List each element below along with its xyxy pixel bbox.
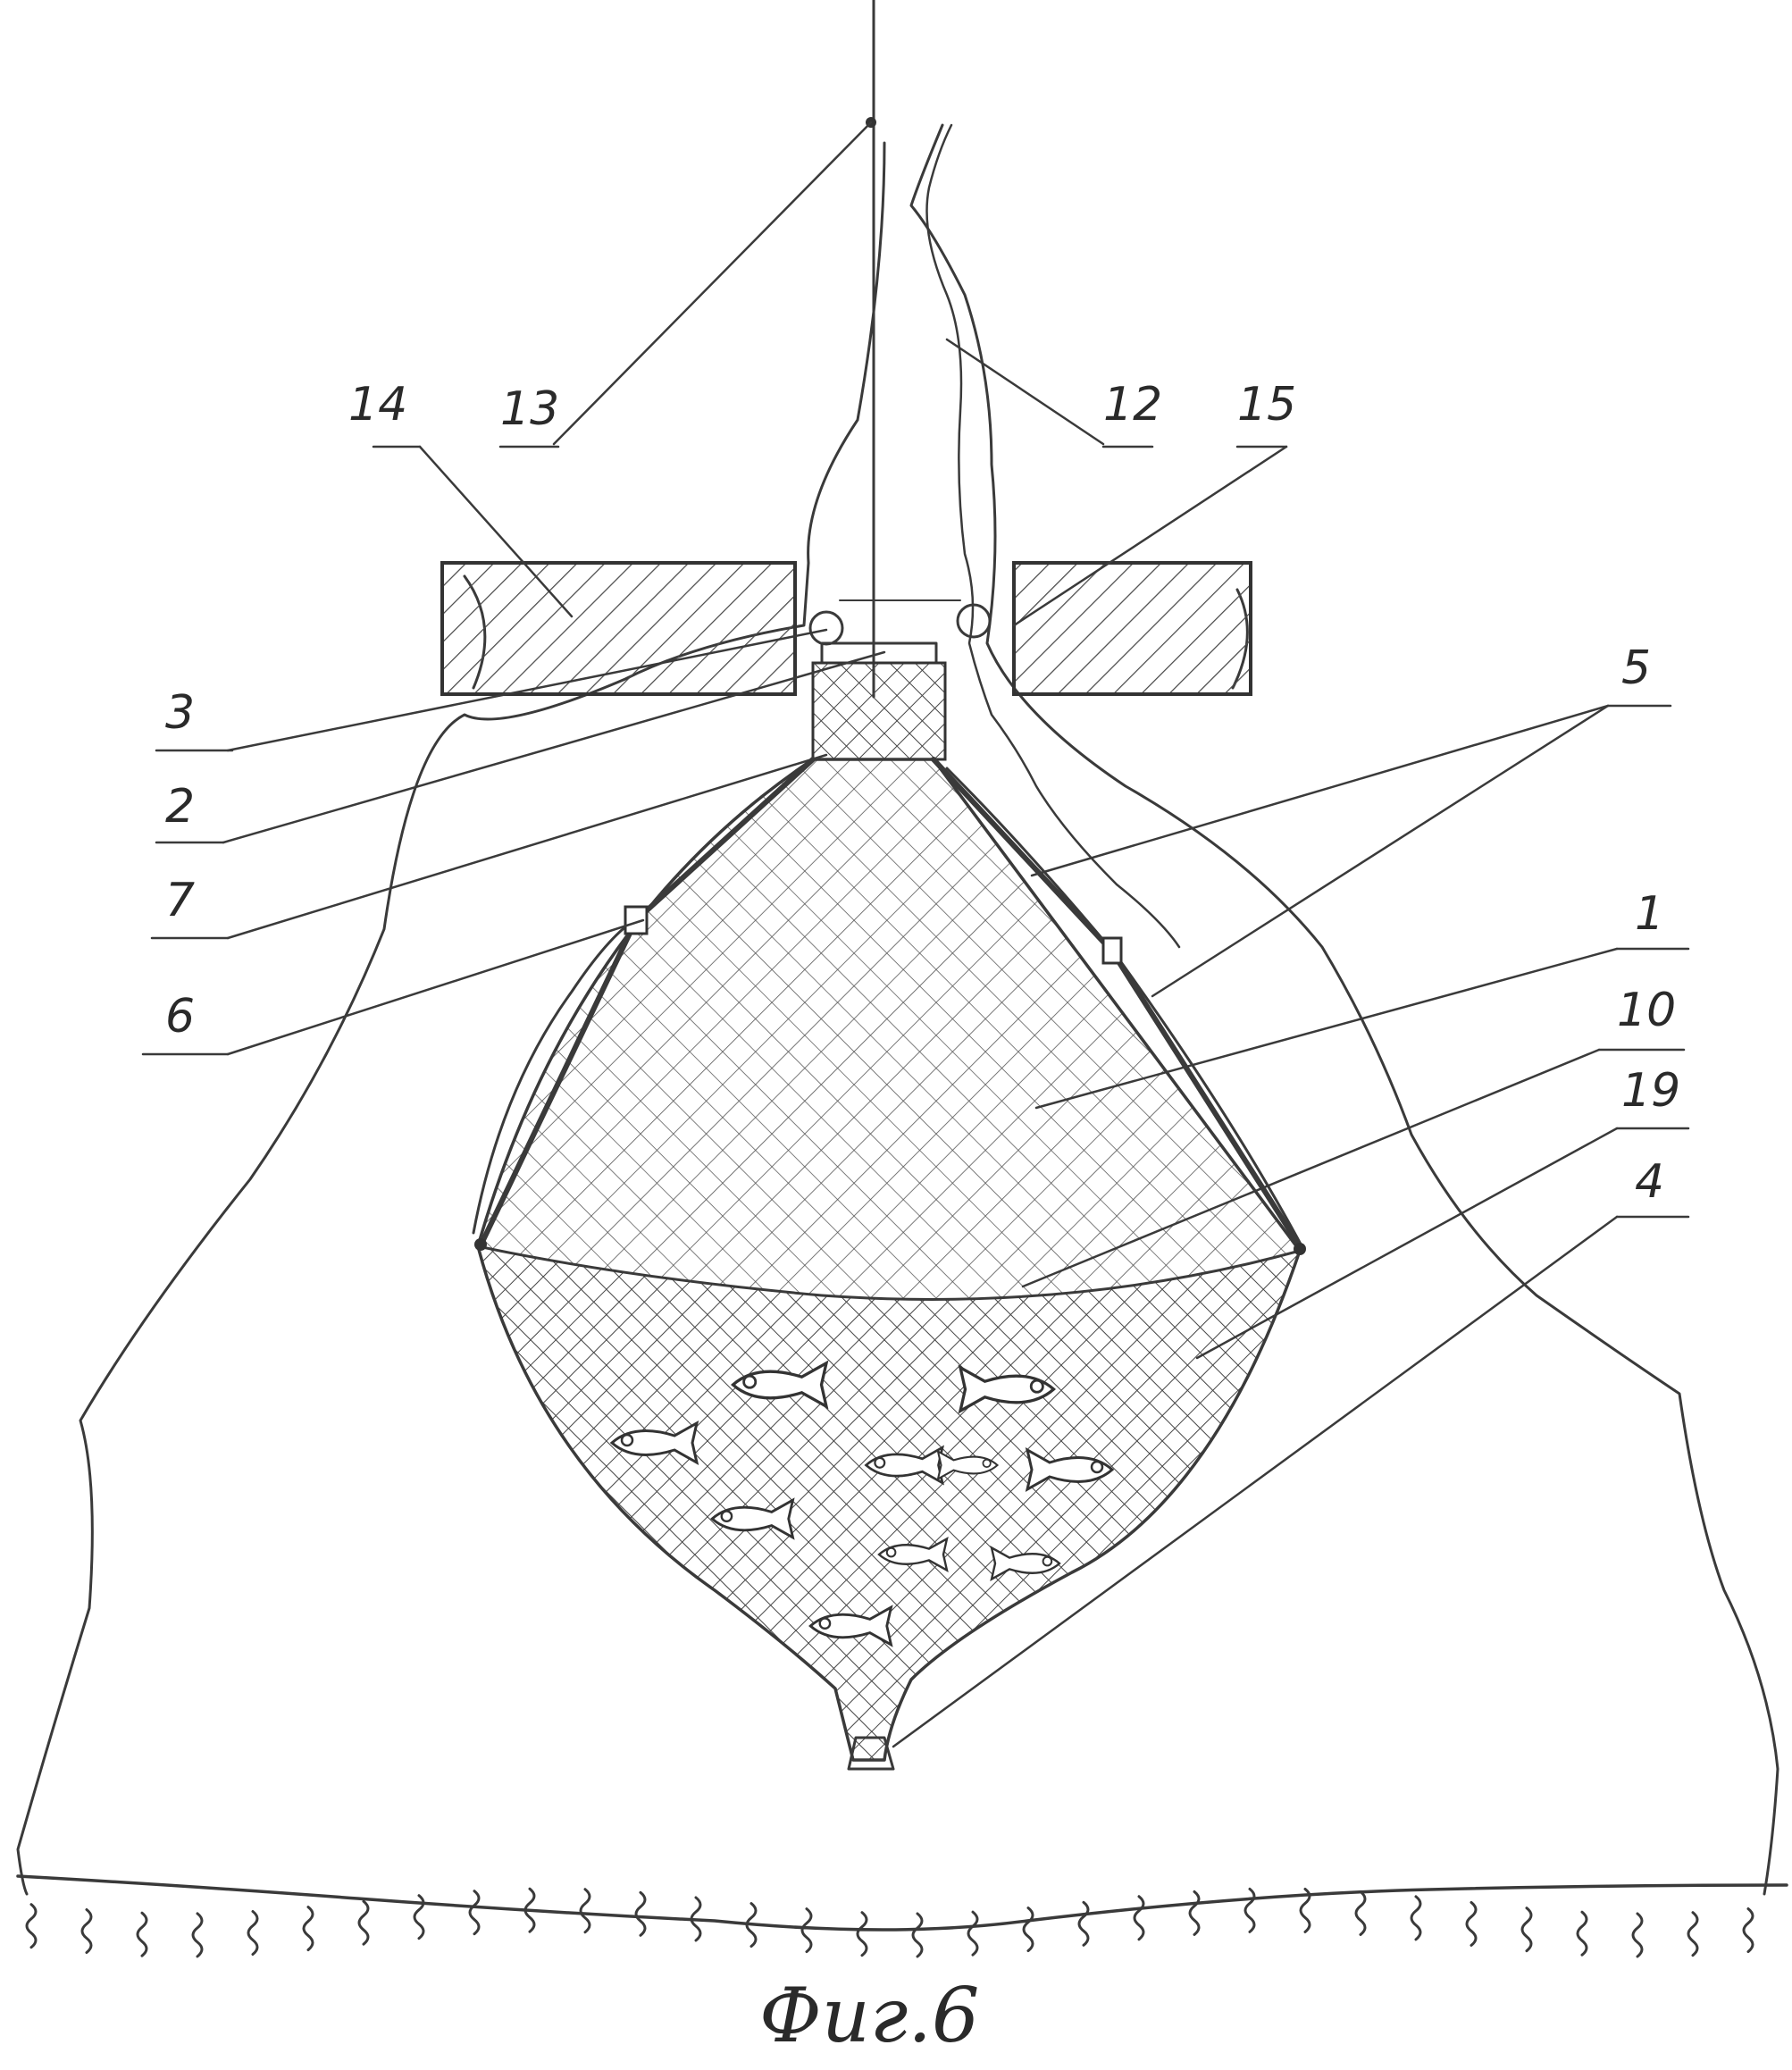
seabed-squiggle (1244, 1887, 1256, 1933)
frame-bar-5-right-lower (1110, 949, 1302, 1249)
seabed-squiggle (1299, 1887, 1311, 1933)
label-5: 5 (1621, 641, 1651, 695)
seabed-squiggle (745, 1902, 758, 1948)
neck-7 (811, 661, 947, 761)
seabed-texture (25, 1887, 1754, 1958)
seabed-squiggle (1687, 1911, 1699, 1957)
seabed-squiggle (800, 1907, 813, 1954)
bag-side-left-outer (472, 918, 636, 1235)
seabed-squiggle (856, 1911, 868, 1957)
fish (990, 1546, 1061, 1581)
fish (877, 1537, 949, 1572)
fish (731, 1360, 829, 1410)
seabed-squiggle (1520, 1907, 1533, 1953)
figure-caption: Фиг.6 (759, 1972, 979, 2059)
fish (958, 1364, 1056, 1414)
water-line-10 (476, 1245, 1302, 1301)
seabed-squiggle (1077, 1900, 1090, 1947)
seabed-squiggle (413, 1894, 425, 1940)
leader-lines (141, 121, 1690, 1748)
seabed-squiggle (80, 1908, 93, 1954)
seabed-squiggle (634, 1890, 647, 1937)
pond-outline (909, 123, 1779, 1896)
outlet-4 (847, 1736, 895, 1771)
seabed-squiggle (247, 1910, 259, 1957)
seabed-squiggle (967, 1910, 979, 1957)
fish (864, 1445, 944, 1486)
seabed-squiggle (1022, 1907, 1034, 1953)
corner-left (474, 1238, 487, 1251)
seabed-squiggle (1742, 1907, 1754, 1954)
platform-14 (440, 561, 797, 696)
label-3: 3 (165, 686, 195, 740)
seabed-squiggle (523, 1887, 536, 1933)
frame-bar-5-right (931, 757, 1115, 954)
label-14: 14 (348, 378, 407, 432)
frame-bar-5-left (633, 757, 816, 923)
fish-school (609, 1360, 1115, 1647)
label-6: 6 (165, 990, 195, 1043)
seabed-squiggle (1188, 1890, 1201, 1936)
label-12: 12 (1103, 378, 1162, 432)
seabed-squiggle (1410, 1895, 1422, 1941)
seabed-squiggle (911, 1912, 924, 1958)
fish (936, 1449, 1000, 1481)
platform-15 (1012, 561, 1252, 696)
net-bag (472, 758, 1306, 1762)
label-10: 10 (1617, 984, 1676, 1037)
seabed-squiggle (690, 1896, 702, 1942)
label-2: 2 (165, 780, 195, 834)
frame-bar-5-left-lower (480, 918, 639, 1245)
seabed-squiggle (302, 1906, 314, 1952)
fish (808, 1605, 893, 1647)
fish (609, 1421, 699, 1465)
label-1: 1 (1635, 887, 1664, 941)
roller-right (956, 603, 992, 639)
seabed-squiggle (579, 1888, 591, 1934)
label-13: 13 (500, 382, 559, 436)
seabed-squiggle (357, 1899, 370, 1946)
roller-left (808, 610, 844, 646)
label-15: 15 (1237, 378, 1296, 432)
joint-right (1101, 936, 1123, 965)
seabed-squiggle (1354, 1890, 1367, 1936)
rope-12 (925, 123, 1181, 949)
seabed-squiggle (1465, 1900, 1478, 1947)
seabed-squiggle (191, 1912, 204, 1958)
label-7: 7 (165, 874, 195, 927)
label-19: 19 (1621, 1064, 1680, 1118)
fish (710, 1497, 795, 1540)
label-4: 4 (1635, 1155, 1664, 1209)
seabed-line (16, 1874, 1788, 1932)
seabed-squiggle (1576, 1910, 1588, 1957)
seabed-squiggle (468, 1890, 481, 1936)
seabed-squiggle (136, 1911, 148, 1957)
fish (1025, 1447, 1115, 1492)
corner-right (1294, 1243, 1306, 1255)
seabed-squiggle (1133, 1895, 1145, 1941)
seabed-squiggle (1631, 1912, 1644, 1958)
seabed-squiggle (25, 1903, 38, 1949)
